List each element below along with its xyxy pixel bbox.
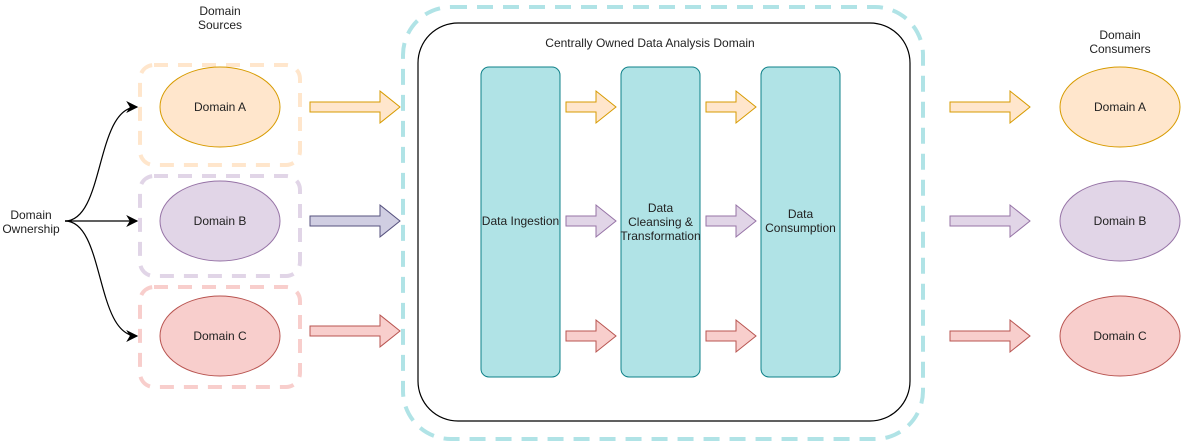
source-ellipse-c (159, 295, 281, 377)
consumer-label-c: Domain C (1093, 329, 1147, 343)
stage-consumption-box (760, 66, 841, 378)
source-group-a (138, 63, 302, 167)
consumer-ellipse-c (1059, 295, 1181, 377)
source-label-a: Domain A (193, 100, 247, 114)
source-label-c: Domain C (193, 329, 247, 343)
arrow-ingest-c (565, 318, 617, 354)
stage-consumption-label: Data Consumption (765, 207, 836, 235)
ownership-edge-a (64, 101, 139, 222)
source-ellipse-a (159, 66, 281, 148)
consumers-title: Domain Consumers (1089, 28, 1151, 56)
consumer-ellipse-b (1059, 180, 1181, 262)
arrow-ingest-b (565, 203, 617, 239)
consumer-ellipse-a (1059, 66, 1181, 148)
central-title: Centrally Owned Data Analysis Domain (545, 36, 755, 50)
arrow-consumer-a (949, 89, 1031, 125)
consumer-label-b: Domain B (1093, 214, 1147, 228)
source-ellipse-b (159, 180, 281, 262)
source-group-c (138, 285, 302, 389)
stage-ingestion-label: Data Ingestion (481, 214, 560, 228)
consumer-label-a: Domain A (1093, 100, 1147, 114)
arrow-cleanse-a (705, 89, 757, 125)
arrow-source-b (309, 203, 401, 239)
arrow-ingest-a (565, 89, 617, 125)
ownership-label: Domain Ownership (2, 208, 60, 236)
arrow-source-c (309, 313, 401, 349)
arrow-consumer-b (949, 203, 1031, 239)
arrow-cleanse-b (705, 203, 757, 239)
arrow-source-a (309, 89, 401, 125)
source-group-b (138, 174, 302, 278)
arrow-consumer-c (949, 318, 1031, 354)
stage-cleansing-box (620, 66, 701, 378)
stage-ingestion-box (480, 66, 561, 378)
ownership-edge-c (64, 220, 139, 342)
sources-title: Domain Sources (197, 4, 243, 32)
arrow-cleanse-c (705, 318, 757, 354)
stage-cleansing-label: Data Cleansing & Transformation (620, 201, 701, 243)
central-outer-dashed-border (401, 5, 925, 441)
source-label-b: Domain B (193, 214, 247, 228)
